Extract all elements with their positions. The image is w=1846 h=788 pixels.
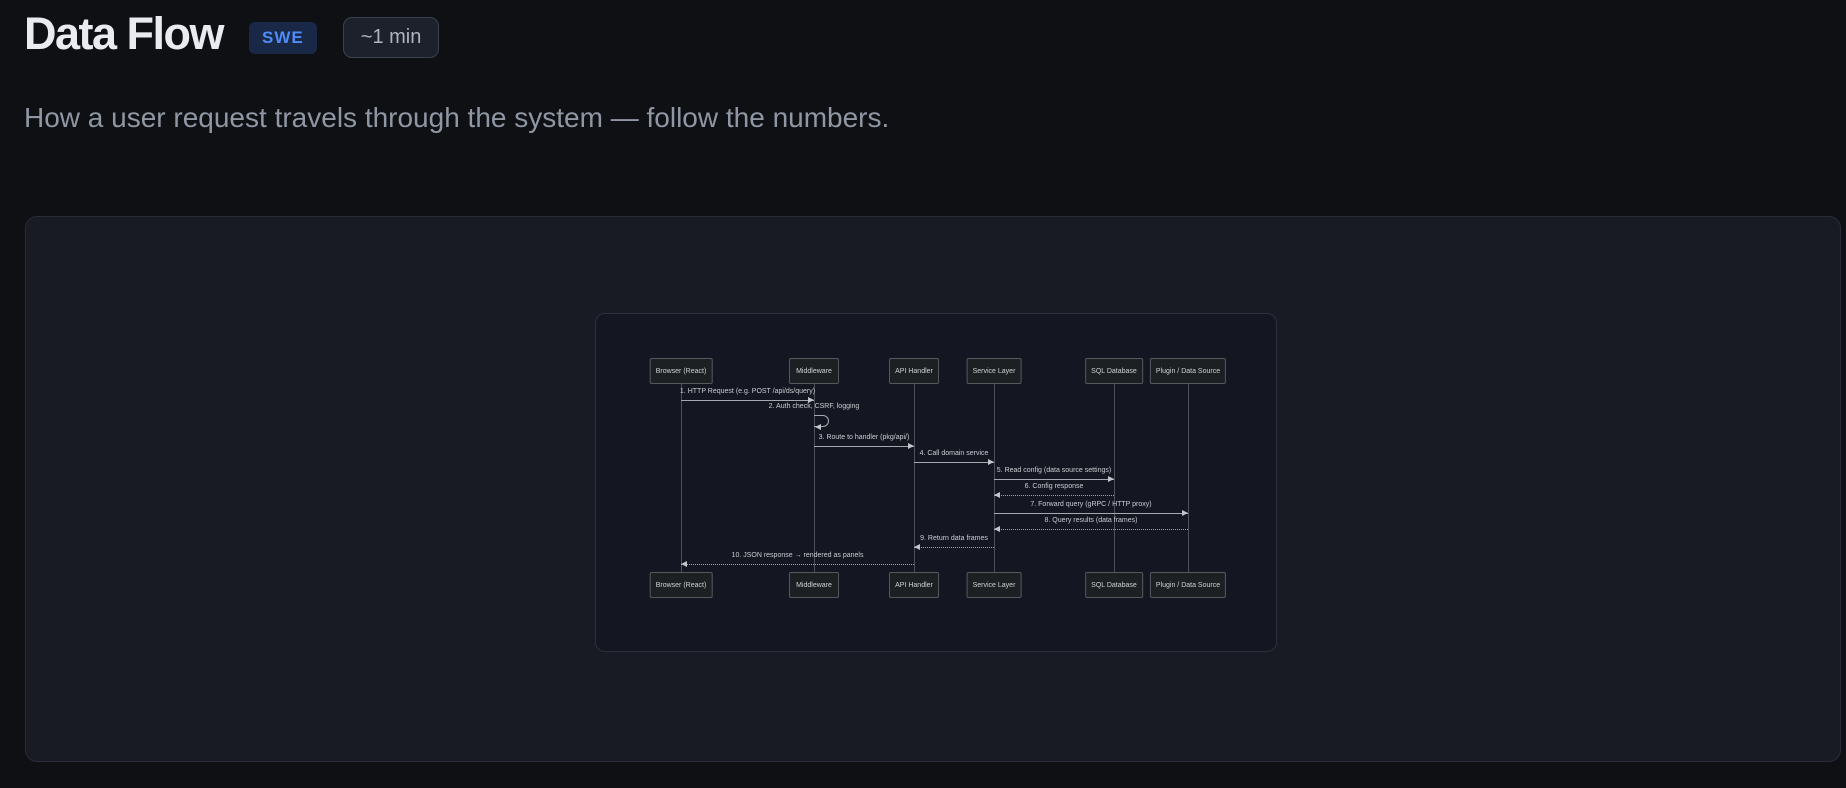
lifeline-plugin [1187,384,1189,572]
actor-box-browser: Browser (React) [649,358,713,384]
message-1-line [681,400,814,401]
message-7-label: 7. Forward query (gRPC / HTTP proxy) [1030,501,1152,508]
actor-box-middleware-bottom: Middleware [789,572,839,598]
message-6-label: 6. Config response [1024,483,1084,490]
message-6-arrowhead-icon [994,492,1000,498]
message-9-line [914,547,994,548]
actor-box-plugin-bottom: Plugin / Data Source [1149,572,1227,598]
actor-box-service-bottom: Service Layer [966,572,1022,598]
actor-box-service: Service Layer [966,358,1022,384]
message-3-label: 3. Route to handler (pkg/api/) [818,434,910,441]
message-7-line [994,513,1188,514]
message-9-arrowhead-icon [914,544,920,550]
page-subtitle: How a user request travels through the s… [24,102,890,133]
message-2-loop [814,415,829,427]
message-3-arrowhead-icon [908,443,914,449]
message-2-label: 2. Auth check, CSRF, logging [768,403,860,410]
actor-box-sql-bottom: SQL Database [1085,572,1143,598]
lifeline-browser [680,384,682,572]
message-4-line [914,462,994,463]
message-7-arrowhead-icon [1182,510,1188,516]
swe-tag-badge: SWE [249,22,317,54]
duration-badge: ~1 min [342,16,440,58]
actor-box-api: API Handler [889,358,939,384]
message-10-label: 10. JSON response → rendered as panels [731,552,864,559]
actor-box-plugin: Plugin / Data Source [1149,358,1227,384]
message-4-label: 4. Call domain service [919,450,989,457]
message-8-arrowhead-icon [994,526,1000,532]
actor-box-api-bottom: API Handler [889,572,939,598]
message-9-label: 9. Return data frames [920,535,988,542]
message-1-arrowhead-icon [808,397,814,403]
sequence-diagram: Browser (React) Browser (React) Middleware… [596,314,1276,651]
lifeline-api [913,384,915,572]
lifeline-middleware [813,384,815,572]
message-10-line [681,564,914,565]
page-header: Data Flow SWE ~1 min [24,8,440,60]
message-5-label: 5. Read config (data source settings) [996,467,1112,474]
message-2-arrowhead-icon [815,424,821,430]
message-8-label: 8. Query results (data frames) [1044,517,1138,524]
lifeline-service [993,384,995,572]
lifeline-sql [1113,384,1115,572]
message-4-arrowhead-icon [988,459,994,465]
message-1-label: 1. HTTP Request (e.g. POST /api/ds/query… [679,388,816,395]
actor-box-browser-bottom: Browser (React) [649,572,713,598]
message-5-arrowhead-icon [1108,476,1114,482]
sequence-diagram-panel: Browser (React) Browser (React) Middleware… [595,313,1277,652]
message-5-line [994,479,1114,480]
message-8-line [994,529,1188,530]
page-title: Data Flow [24,8,225,59]
actor-box-middleware: Middleware [789,358,839,384]
message-6-line [994,495,1114,496]
message-10-arrowhead-icon [681,561,687,567]
diagram-card: Browser (React) Browser (React) Middleware… [25,216,1841,762]
actor-box-sql: SQL Database [1085,358,1143,384]
message-3-line [814,446,914,447]
